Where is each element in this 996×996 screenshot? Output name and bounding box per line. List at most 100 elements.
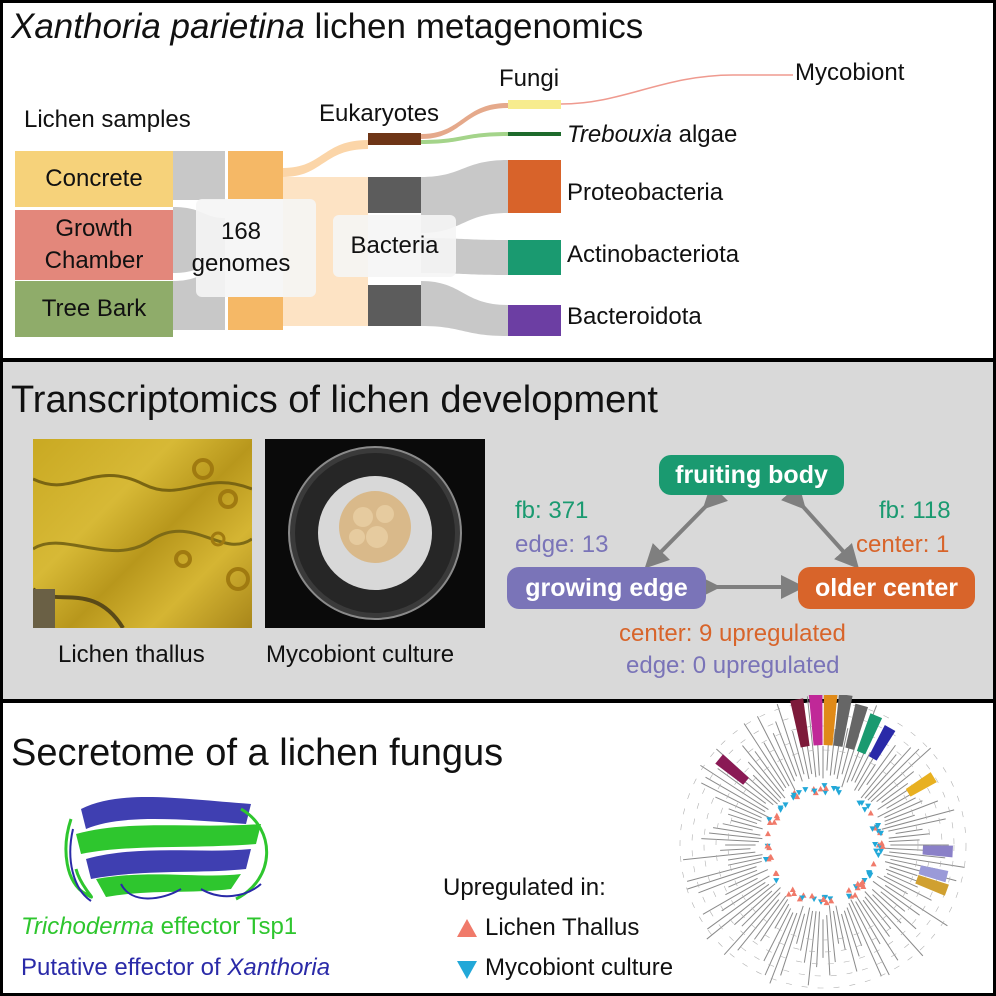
tree-branch — [883, 875, 932, 901]
tree-branch — [832, 910, 840, 944]
tree-branch — [701, 838, 759, 843]
sample-concrete: Concrete — [15, 151, 173, 207]
stat-bottom-edge: edge: 0 upregulated — [626, 652, 840, 679]
tree-branch — [881, 782, 909, 803]
triangle-down-icon — [858, 800, 865, 806]
tree-branch — [864, 747, 912, 799]
triangle-down-icon — [834, 786, 841, 793]
triangle-down-icon — [821, 783, 828, 789]
tree-branch — [888, 818, 946, 832]
tree-branch — [742, 745, 786, 799]
flow-bac-bactero — [421, 281, 508, 336]
tree-bar — [856, 713, 883, 755]
tree-branch — [700, 764, 769, 810]
triangle-up-icon — [823, 785, 830, 791]
node-actinobacteriota — [508, 240, 561, 275]
tree-branch — [826, 915, 831, 976]
tree-branch — [860, 754, 897, 799]
flow-genomes-eukaryotes — [283, 140, 368, 177]
mycobiont-culture-photo — [265, 439, 485, 628]
tree-branch — [776, 703, 803, 782]
tree-branch — [884, 814, 915, 826]
tree-branch — [846, 907, 863, 946]
tree-bar — [845, 703, 869, 750]
tree-branch — [807, 911, 817, 986]
triangle-down-icon — [782, 802, 789, 808]
triangle-down-icon — [861, 807, 868, 813]
triangle-down-icon — [762, 856, 769, 863]
section3-title: Secretome of a lichen fungus — [11, 732, 504, 774]
triangle-up-icon — [764, 843, 771, 849]
tree-branch — [796, 913, 806, 944]
tree-branch — [843, 910, 860, 957]
samples-label: Lichen samples — [24, 106, 191, 133]
tree-branch — [752, 774, 781, 803]
triangle-down-icon — [872, 842, 879, 848]
comparison-arrows — [644, 484, 860, 599]
tree-branch — [734, 890, 773, 926]
triangle-down-icon — [835, 790, 842, 796]
triangle-up-icon — [845, 887, 852, 893]
triangle-down-icon — [799, 895, 806, 901]
node-trebouxia — [508, 132, 561, 136]
tree-branch — [715, 796, 762, 819]
tree-branch — [728, 808, 762, 822]
tree-branch — [803, 910, 814, 963]
tree-branch — [871, 888, 917, 930]
tree-bar — [833, 695, 853, 747]
tree-branch — [872, 880, 920, 916]
sample-growth-chamber: Growth Chamber — [15, 210, 173, 280]
tree-bar — [790, 698, 810, 748]
tree-branch — [864, 891, 924, 957]
genomes-label: 168 genomes — [191, 218, 291, 277]
tree-branch — [722, 823, 753, 831]
tree-bar — [715, 754, 749, 785]
triangle-down-icon — [773, 878, 780, 884]
triangle-up-icon — [852, 891, 859, 898]
triangle-up-icon — [867, 809, 874, 816]
tree-arc — [691, 713, 955, 977]
tree-branch — [895, 828, 923, 834]
stat-right-center: center: 1 — [856, 531, 950, 558]
triangle-down-icon — [877, 830, 884, 837]
node-genomes-top — [228, 151, 283, 199]
triangle-up-icon — [820, 896, 827, 902]
tree-branch — [877, 797, 916, 818]
triangle-down-icon — [802, 787, 809, 793]
tree-branch — [864, 896, 892, 930]
stat-left-fb: fb: 371 — [515, 497, 589, 524]
triangle-up-icon — [879, 843, 886, 849]
tree-branch — [854, 751, 871, 783]
triangle-down-icon — [875, 852, 882, 859]
node-eukaryotes — [368, 133, 421, 145]
sample-tree-bark: Tree Bark — [15, 281, 173, 337]
tree-arc — [727, 749, 919, 941]
tree-branch — [829, 729, 836, 776]
trebouxia-label: Trebouxia algae — [567, 121, 738, 148]
tree-branch — [754, 895, 787, 940]
tree-branch — [774, 903, 790, 929]
tree-branch — [705, 776, 766, 813]
stat-bottom-center: center: 9 upregulated — [619, 620, 846, 647]
tree-branch — [725, 877, 758, 896]
tree-branch — [828, 905, 836, 963]
tree-branch — [850, 899, 890, 976]
triangle-down-icon — [766, 817, 773, 823]
node-fungi — [508, 100, 561, 109]
lichen-thallus-photo — [33, 439, 252, 628]
triangle-up-icon — [767, 853, 774, 860]
tree-branch — [886, 873, 918, 888]
triangle-up-icon — [771, 819, 778, 825]
triangle-down-icon — [827, 896, 834, 902]
tree-branch — [707, 883, 770, 930]
tree-branch — [747, 761, 782, 799]
tree-branch — [888, 833, 930, 839]
triangle-up-icon — [828, 897, 835, 904]
triangle-up-icon — [791, 890, 798, 896]
node-growing-edge: growing edge — [507, 567, 706, 609]
tree-branch — [772, 732, 796, 782]
tree-branch — [800, 907, 811, 951]
legend-title: Upregulated in: — [443, 874, 606, 901]
tree-branch — [763, 742, 790, 787]
triangle-down-icon — [877, 848, 884, 855]
